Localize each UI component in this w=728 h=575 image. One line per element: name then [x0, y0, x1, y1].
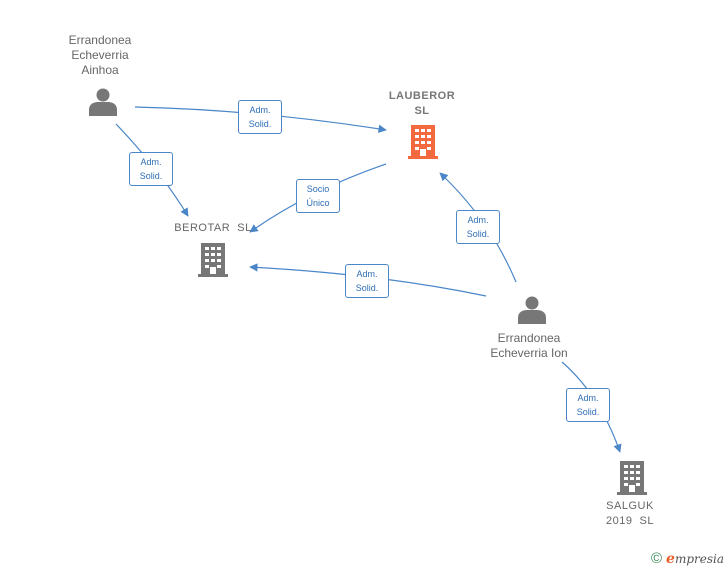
node-label-ainhoa[interactable]: Errandonea Echeverria Ainhoa [68, 33, 132, 77]
node-label-berotar[interactable]: BEROTAR SL [174, 222, 252, 234]
node-label-salguk[interactable]: SALGUK 2019 SL [605, 500, 655, 527]
building-icon[interactable] [408, 125, 438, 159]
edge-label-ainhoa-berotar[interactable]: Adm. Solid. [129, 152, 173, 186]
edge-label-ion-lauberor[interactable]: Adm. Solid. [456, 210, 500, 244]
person-icon[interactable] [89, 88, 117, 117]
building-icon[interactable] [198, 243, 228, 277]
copyright-icon: © [650, 550, 663, 567]
edge-label-ainhoa-lauberor[interactable]: Adm. Solid. [238, 100, 282, 134]
person-icon[interactable] [518, 296, 546, 325]
node-label-ion[interactable]: Errandonea Echeverria Ion [490, 331, 568, 360]
footer-brand: © empresia [651, 550, 724, 567]
node-label-lauberor[interactable]: LAUBEROR SL [388, 90, 456, 117]
empresia-logo[interactable]: empresia [666, 550, 724, 567]
edge-label-ion-berotar[interactable]: Adm. Solid. [345, 264, 389, 298]
building-icon[interactable] [617, 461, 647, 495]
edge-label-ion-salguk[interactable]: Adm. Solid. [566, 388, 610, 422]
edge-label-lauberor-berotar[interactable]: Socio Único [296, 179, 340, 213]
